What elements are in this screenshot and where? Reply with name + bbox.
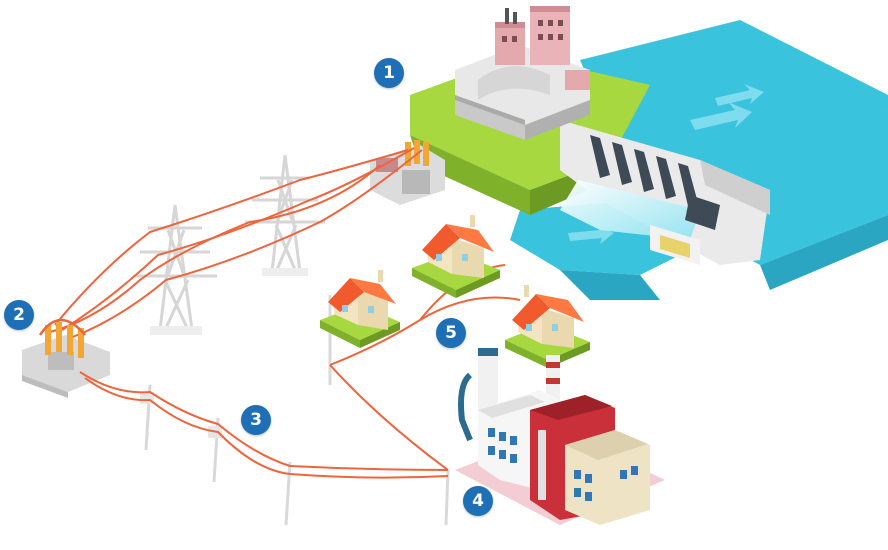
transmission-tower-front xyxy=(133,204,217,335)
transmission-lines xyxy=(49,147,423,339)
marker-substation: 2 xyxy=(4,300,34,330)
house-middle xyxy=(412,215,500,298)
house-right xyxy=(505,285,590,368)
marker-industry: 4 xyxy=(463,486,493,516)
house-left xyxy=(320,270,400,348)
factory xyxy=(455,348,665,525)
power-plant-building xyxy=(455,6,590,140)
plant-transformer xyxy=(370,140,445,205)
marker-hydro-plant: 1 xyxy=(374,58,404,88)
marker-homes: 5 xyxy=(436,318,466,348)
marker-distribution-lines: 3 xyxy=(241,405,271,435)
